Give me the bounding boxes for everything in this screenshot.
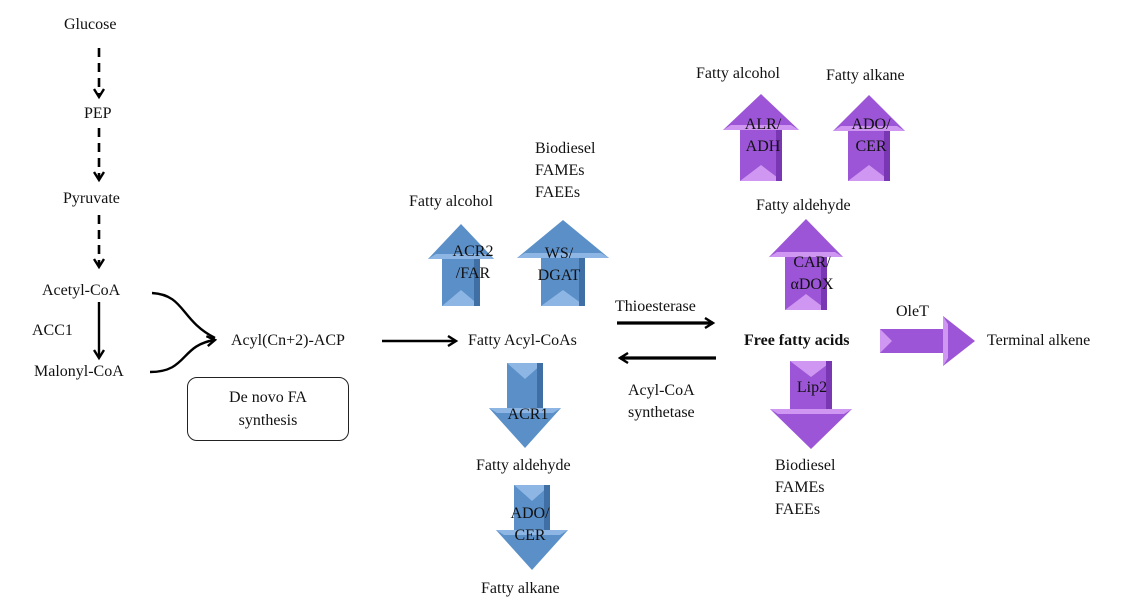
ado-cer-right-block-arrow [833,95,905,181]
fatty-alcohol-label-left: Fatty alcohol [409,193,493,210]
car-text: CAR/ [793,254,831,271]
adh-text: ADH [745,138,781,155]
acetylcoa-curve [151,291,216,340]
acr2-text: ACR2 [452,243,494,260]
arrow-head-bevel [723,125,799,130]
ado-text: ADO/ [510,505,550,522]
biodiesel-label-right: Biodiesel FAMEs FAEEs [775,455,835,521]
arrow-base-bevel [507,363,543,379]
terminal-alkene-label: Terminal alkene [987,332,1091,349]
glucose-label: Glucose [64,16,117,33]
acr2-far-block-arrow [428,224,494,306]
acyl-coa-text: Acyl-CoA [628,382,695,399]
pep-label: PEP [84,105,112,122]
arrow-head-bevel [428,254,494,259]
car-adox-block-arrow [769,219,843,310]
ado-cer-enzyme-right: ADO/ CER [841,114,901,158]
dgat-text: DGAT [537,267,581,284]
ws-dgat-enzyme: WS/ DGAT [529,243,589,287]
ado-cer-enzyme-left: ADO/ CER [500,503,560,547]
arrow-shaft-shade [821,257,827,310]
arrow-base-bevel [880,329,892,353]
arrow-shaft-shade [579,258,585,306]
fatty-alcohol-label-right: Fatty alcohol [696,65,780,82]
fatty-aldehyde-label-right: Fatty aldehyde [756,197,851,214]
arrow-base-bevel [848,165,890,181]
adox-text: αDOX [790,276,834,293]
acr1-enzyme: ACR1 [507,406,549,423]
acr2-far-enzyme: ACR2 /FAR [443,241,503,285]
pyruvate-label: Pyruvate [63,190,120,207]
alr-adh-enzyme: ALR/ ADH [733,114,793,158]
acyl-acp-label: Acyl(Cn+2)-ACP [231,332,345,349]
arrow-head-bevel [496,530,568,535]
ado-text-right: ADO/ [851,116,891,133]
arrow-body [880,316,975,366]
olet-label: OleT [896,303,929,320]
arrow-body [517,220,609,306]
arrow-head-bevel [770,409,852,414]
arrow-base-bevel [541,290,585,306]
thioesterase-label: Thioesterase [615,298,696,315]
acc1-label: ACC1 [32,322,73,339]
ws-dgat-block-arrow [517,220,609,306]
fatty-alkane-label-left: Fatty alkane [481,580,560,597]
arrow-shaft-shade [537,363,543,408]
arrow-shaft-shade [826,361,832,409]
acr1-block-arrow [489,363,561,448]
arrow-shaft-shade [544,485,550,530]
ws-text: WS/ [544,245,574,262]
synthetase-text: synthetase [628,404,695,421]
malonyl-coa-label: Malonyl-CoA [34,363,124,380]
arrow-base-bevel [790,361,832,377]
de-novo-line-2: synthesis [238,412,298,429]
biodiesel-text-right: Biodiesel [775,457,836,474]
arrow-base-bevel [442,290,480,306]
alr-adh-block-arrow [723,94,799,181]
biodiesel-text: Biodiesel [535,140,596,157]
arrow-shaft-shade [884,131,890,181]
fames-text-right: FAMEs [775,479,825,496]
acetyl-coa-label: Acetyl-CoA [42,282,121,299]
free-fatty-acids-label: Free fatty acids [744,332,850,349]
lip2-block-arrow [770,361,852,449]
fatty-alkane-label-right: Fatty alkane [826,67,905,84]
biodiesel-label-left: Biodiesel FAMEs FAEEs [535,138,595,204]
fatty-aldehyde-label-left: Fatty aldehyde [476,457,571,474]
arrow-head-bevel [943,316,948,366]
lip2-enzyme: Lip2 [796,379,828,396]
acyl-coa-synthetase-label: Acyl-CoA synthetase [628,380,695,424]
arrow-head-bevel [833,126,905,131]
arrow-base-bevel [740,165,782,181]
de-novo-line-1: De novo FA [229,389,307,406]
arrow-head-bevel [489,408,561,413]
ado-cer-left-block-arrow [496,485,568,570]
arrow-base-bevel [785,294,827,310]
arrow-shaft-shade [776,130,782,181]
arrow-base-bevel [514,485,550,501]
arrow-head-bevel [517,253,609,258]
alr-text: ALR/ [744,116,782,133]
arrow-head-bevel [769,252,843,257]
fames-text: FAMEs [535,162,585,179]
de-novo-fa-synthesis-box: De novo FA synthesis [187,377,349,441]
malonylcoa-curve [149,340,215,374]
cer-text-right: CER [855,138,887,155]
far-text: /FAR [455,265,491,282]
car-adox-enzyme: CAR/ αDOX [782,252,842,296]
faees-text-right: FAEEs [775,501,821,518]
arrow-shaft-shade [474,259,480,306]
faees-text: FAEEs [535,184,581,201]
cer-text: CER [514,527,546,544]
olet-block-arrow [880,316,975,366]
fatty-acyl-coas-label: Fatty Acyl-CoAs [468,332,577,349]
